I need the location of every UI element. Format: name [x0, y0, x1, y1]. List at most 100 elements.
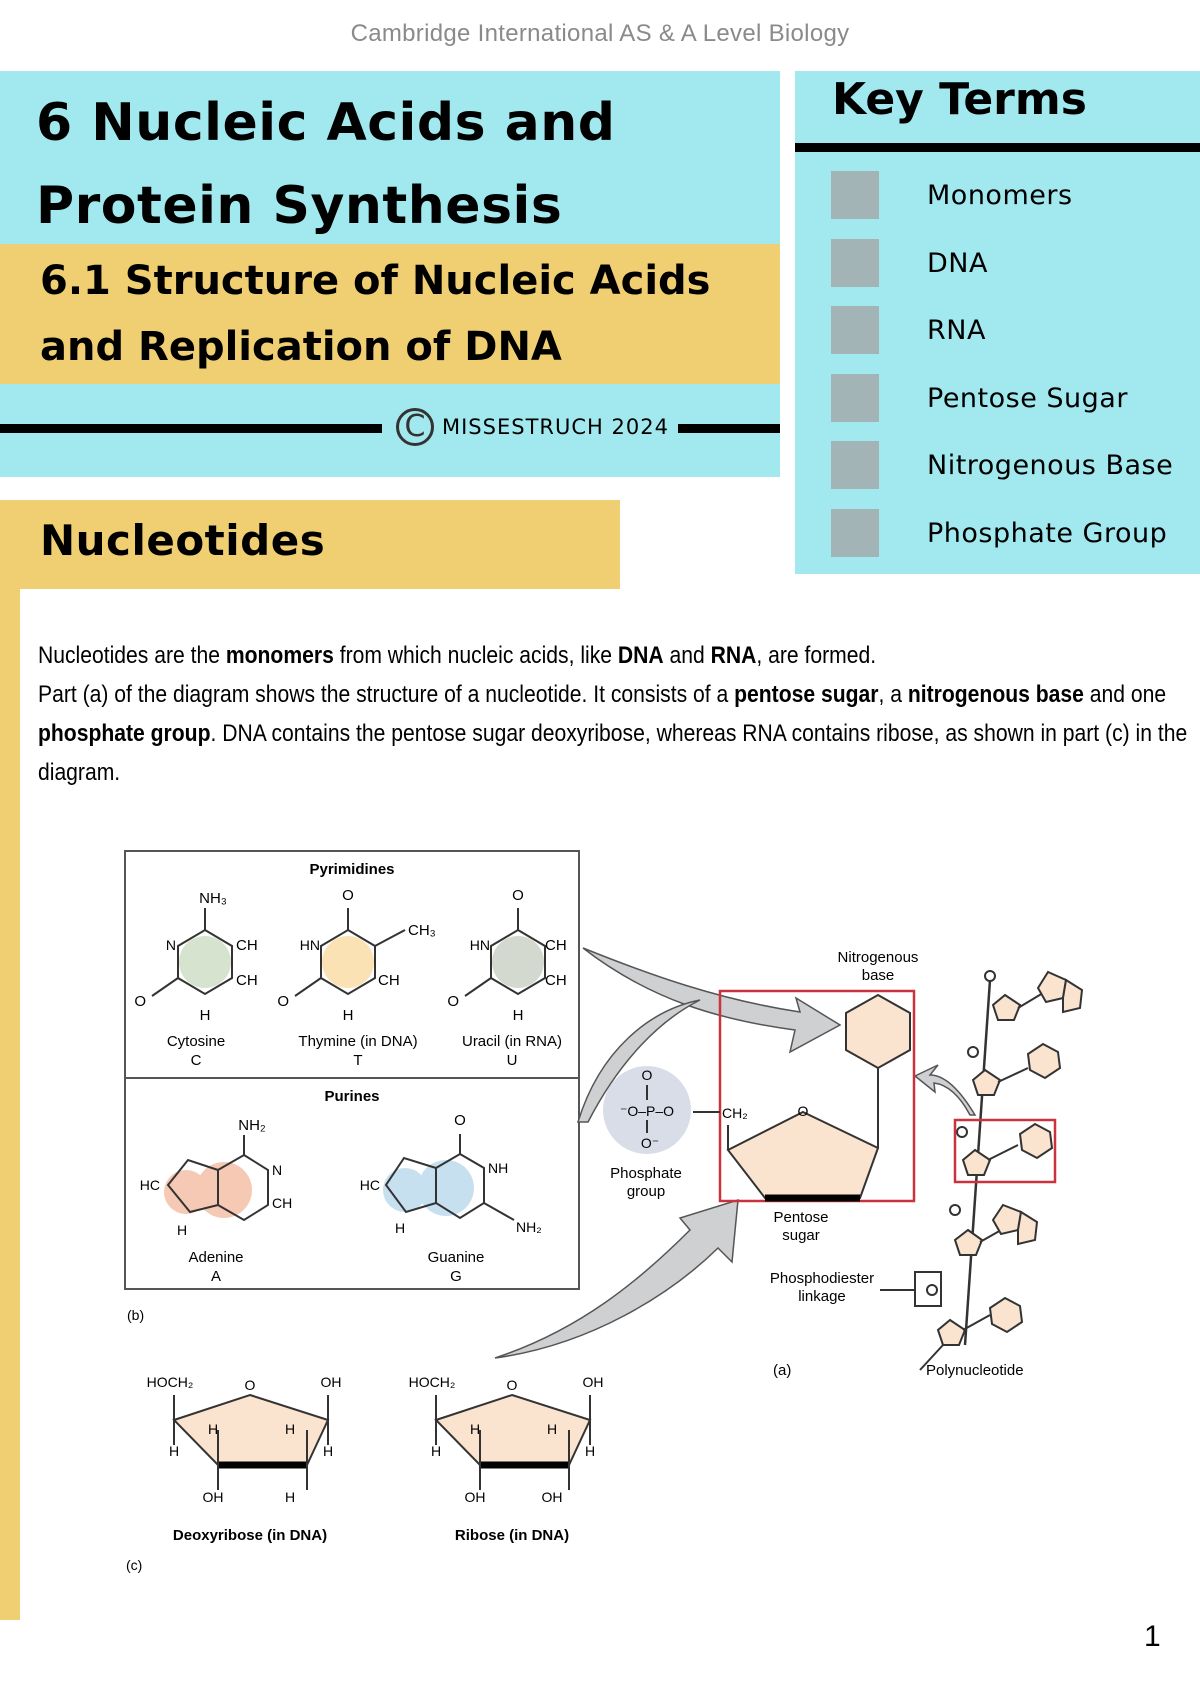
key-term-checkbox[interactable] [831, 441, 879, 489]
svg-text:T: T [353, 1052, 362, 1069]
left-accent-strip [0, 589, 20, 1620]
svg-text:H: H [343, 1007, 354, 1024]
svg-text:H: H [513, 1007, 524, 1024]
bold-term: monomers [225, 642, 334, 669]
svg-text:CH₃: CH₃ [408, 922, 436, 939]
adenine-structure: NH₂ HC N CH H Adenine A [140, 1117, 292, 1285]
svg-text:NH: NH [488, 1160, 508, 1176]
svg-text:Nitrogenous: Nitrogenous [838, 949, 919, 966]
copyright-text: MISSESTRUCH 2024 [442, 415, 669, 439]
svg-text:HC: HC [140, 1177, 160, 1193]
svg-text:Uracil (in RNA): Uracil (in RNA) [462, 1033, 562, 1050]
svg-text:CH₂: CH₂ [722, 1105, 748, 1121]
svg-text:O: O [798, 1103, 809, 1119]
paragraph-text: from which nucleic acids, like [333, 642, 618, 669]
key-term-checkbox[interactable] [831, 239, 879, 287]
key-term-dna: DNA [831, 239, 988, 287]
deoxyribose-structure: HOCH₂ O OH H H H H OH H Deoxyribose (in … [147, 1374, 342, 1544]
arrow-from-polynucleotide-icon [913, 1064, 977, 1116]
key-term-label: Pentose Sugar [927, 382, 1128, 414]
svg-text:Cytosine: Cytosine [167, 1033, 225, 1050]
svg-text:Pentose: Pentose [773, 1209, 828, 1226]
bold-term: DNA [617, 642, 664, 669]
arrow-to-sugar-icon [494, 1198, 739, 1359]
svg-text:H: H [200, 1007, 211, 1024]
purines-title: Purines [324, 1088, 379, 1105]
svg-text:O: O [277, 993, 289, 1010]
chapter-title-line-1: 6 Nucleic Acids and [36, 93, 616, 153]
key-term-label: RNA [927, 314, 986, 346]
polynucleotide-highlight-box [953, 1118, 1057, 1184]
key-term-phosphate-group: Phosphate Group [831, 509, 1167, 557]
key-term-monomers: Monomers [831, 171, 1073, 219]
body-paragraph: Nucleotides are the monomers from which … [38, 636, 1188, 792]
svg-text:CH: CH [545, 972, 567, 989]
running-head: Cambridge International AS & A Level Bio… [350, 20, 850, 47]
svg-text:O: O [342, 887, 354, 904]
pyrimidines-title: Pyrimidines [309, 861, 394, 878]
svg-text:CH: CH [272, 1195, 292, 1211]
key-term-label: Monomers [927, 179, 1073, 211]
key-terms-title: Key Terms [832, 74, 1087, 125]
key-term-rna: RNA [831, 306, 986, 354]
svg-text:G: G [450, 1268, 462, 1285]
svg-text:Thymine (in DNA): Thymine (in DNA) [298, 1033, 417, 1050]
svg-text:Adenine: Adenine [188, 1249, 243, 1266]
svg-text:HOCH₂: HOCH₂ [147, 1374, 194, 1390]
svg-text:O: O [512, 887, 524, 904]
chapter-title: 6 Nucleic Acids and Protein Synthesis [36, 82, 616, 248]
ribose-structure: HOCH₂ O OH H H H H OH OH Ribose (in DNA) [409, 1374, 604, 1544]
svg-text:OH: OH [583, 1374, 604, 1390]
subtitle-line-1: 6.1 Structure of Nucleic Acids [40, 258, 711, 304]
arrow-curve-icon [576, 999, 701, 1123]
paragraph-text: and [663, 642, 711, 669]
svg-text:base: base [862, 967, 895, 984]
svg-text:H: H [323, 1443, 333, 1459]
svg-text:NH₂: NH₂ [238, 1117, 266, 1134]
key-term-checkbox[interactable] [831, 509, 879, 557]
svg-text:H: H [547, 1421, 557, 1437]
part-b-label: (b) [127, 1307, 144, 1323]
svg-text:linkage: linkage [798, 1288, 846, 1305]
thymine-structure: O CH₃ HN CH O H Thymine (in DNA) T [277, 887, 435, 1069]
paragraph-text: and one [1083, 681, 1167, 708]
arrow-to-base-icon [582, 947, 842, 1054]
svg-text:OH: OH [465, 1489, 486, 1505]
svg-text:CH: CH [545, 937, 567, 954]
key-term-checkbox[interactable] [831, 374, 879, 422]
key-term-checkbox[interactable] [831, 306, 879, 354]
svg-text:Guanine: Guanine [428, 1249, 485, 1266]
svg-text:HN: HN [470, 937, 490, 953]
key-term-pentose-sugar: Pentose Sugar [831, 374, 1128, 422]
svg-text:HC: HC [360, 1177, 380, 1193]
svg-text:CH: CH [236, 972, 258, 989]
copyright-icon: C [396, 408, 434, 446]
svg-text:Phosphate: Phosphate [610, 1165, 682, 1182]
bases-box [124, 850, 580, 1290]
bold-term: RNA [710, 642, 757, 669]
uracil-structure: O HN CH CH O H Uracil (in RNA) U [447, 887, 566, 1069]
svg-text:NH₃: NH₃ [199, 890, 227, 907]
svg-text:group: group [627, 1183, 665, 1200]
svg-text:C: C [191, 1052, 202, 1069]
svg-text:O⁻: O⁻ [641, 1135, 659, 1151]
svg-text:N: N [166, 937, 176, 953]
key-term-label: Nitrogenous Base [927, 449, 1174, 481]
key-term-nitrogenous-base: Nitrogenous Base [831, 441, 1173, 489]
bold-term: pentose sugar [734, 681, 879, 708]
bold-term: nitrogenous base [907, 681, 1084, 708]
key-term-checkbox[interactable] [831, 171, 879, 219]
polynucleotide-chain [919, 970, 1084, 1371]
paragraph-text: , a [878, 681, 908, 708]
svg-text:OH: OH [203, 1489, 224, 1505]
bold-term: phosphate group [38, 720, 211, 747]
svg-text:sugar: sugar [782, 1227, 820, 1244]
divider-left [0, 424, 382, 433]
svg-text:H: H [395, 1220, 405, 1236]
svg-text:O: O [454, 1112, 466, 1129]
svg-text:H: H [177, 1222, 187, 1238]
svg-text:CH: CH [236, 937, 258, 954]
svg-text:O: O [642, 1067, 653, 1083]
svg-text:Ribose (in DNA): Ribose (in DNA) [455, 1527, 569, 1544]
svg-text:O: O [134, 993, 146, 1010]
